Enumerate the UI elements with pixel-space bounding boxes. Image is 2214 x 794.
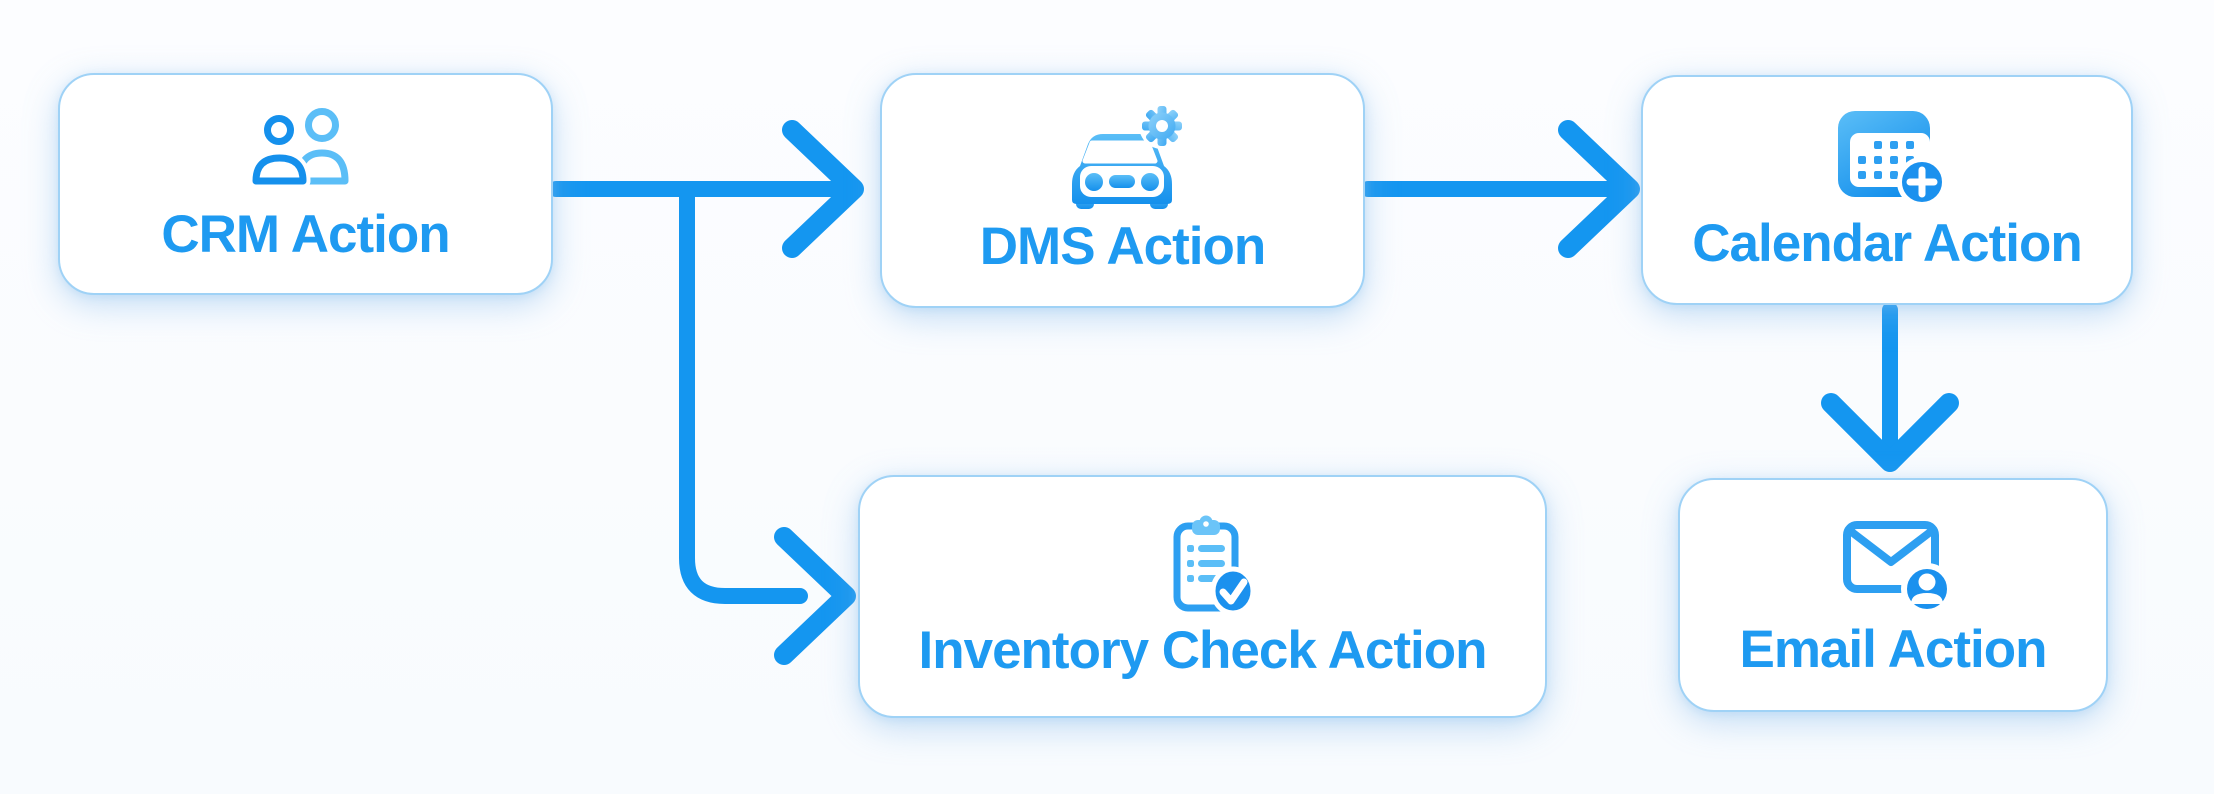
node-label: Calendar Action xyxy=(1692,213,2082,273)
node-label: Email Action xyxy=(1739,619,2047,679)
edge-dms-to-calendar-arrow xyxy=(1360,120,1640,258)
node-inventory-check-action[interactable]: Inventory Check Action xyxy=(858,475,1547,718)
node-label: CRM Action xyxy=(161,204,450,264)
node-dms-action[interactable]: DMS Action xyxy=(880,73,1365,308)
clipboard-check-icon xyxy=(1173,515,1255,616)
node-label: DMS Action xyxy=(979,217,1266,277)
car-gear-icon xyxy=(1071,104,1185,210)
email-user-icon xyxy=(1843,520,1953,615)
node-email-action[interactable]: Email Action xyxy=(1678,478,2108,712)
edge-crm-to-dms-arrow xyxy=(548,120,864,258)
calendar-add-icon xyxy=(1838,110,1947,207)
edge-crm-to-inventory-arrow xyxy=(679,185,856,665)
users-icon xyxy=(248,107,348,189)
node-label: Inventory Check Action xyxy=(918,621,1488,681)
node-calendar-action[interactable]: Calendar Action xyxy=(1641,75,2133,305)
edge-calendar-to-email-arrow xyxy=(1821,302,1959,472)
node-crm-action[interactable]: CRM Action xyxy=(58,73,553,295)
